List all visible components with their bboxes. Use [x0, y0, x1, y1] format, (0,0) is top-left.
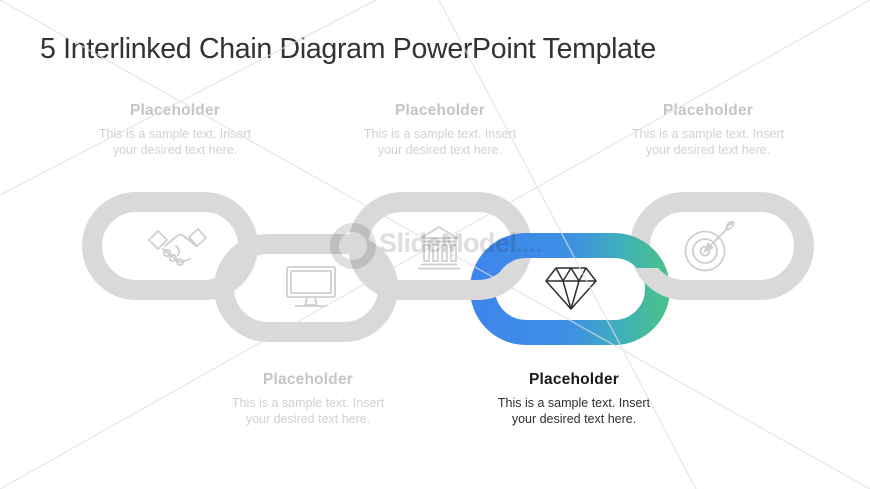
- placeholder-block-bottom-1: Placeholder This is a sample text. Inser…: [188, 371, 428, 427]
- placeholder-heading: Placeholder: [528, 371, 620, 388]
- placeholder-block-top-1: Placeholder This is a sample text. Inser…: [55, 102, 295, 158]
- placeholder-body-line: your desired text here.: [645, 142, 771, 157]
- placeholder-body-line: your desired text here.: [511, 411, 637, 426]
- placeholder-body-line: your desired text here.: [112, 142, 238, 157]
- placeholder-heading: Placeholder: [262, 371, 354, 388]
- diamond-icon: [545, 267, 597, 310]
- bank-icon: [418, 226, 460, 270]
- placeholder-block-top-3: Placeholder This is a sample text. Inser…: [588, 102, 828, 158]
- target-icon: [684, 221, 735, 272]
- placeholder-body-line: This is a sample text. Insert: [98, 127, 252, 141]
- placeholder-heading: Placeholder: [129, 102, 221, 119]
- placeholder-block-bottom-2: Placeholder This is a sample text. Inser…: [454, 371, 694, 427]
- placeholder-body-line: your desired text here.: [377, 142, 503, 157]
- placeholder-body-line: This is a sample text. Insert: [631, 127, 785, 141]
- placeholder-body-line: your desired text here.: [245, 411, 371, 426]
- placeholder-block-top-2: Placeholder This is a sample text. Inser…: [320, 102, 560, 158]
- placeholder-body-line: This is a sample text. Insert: [363, 127, 517, 141]
- placeholder-body-line: This is a sample text. Insert: [231, 396, 385, 410]
- monitor-icon: [286, 266, 336, 307]
- placeholder-heading: Placeholder: [662, 102, 754, 119]
- placeholder-body-line: This is a sample text. Insert: [497, 396, 651, 410]
- placeholder-heading: Placeholder: [394, 102, 486, 119]
- handshake-icon: [148, 228, 207, 266]
